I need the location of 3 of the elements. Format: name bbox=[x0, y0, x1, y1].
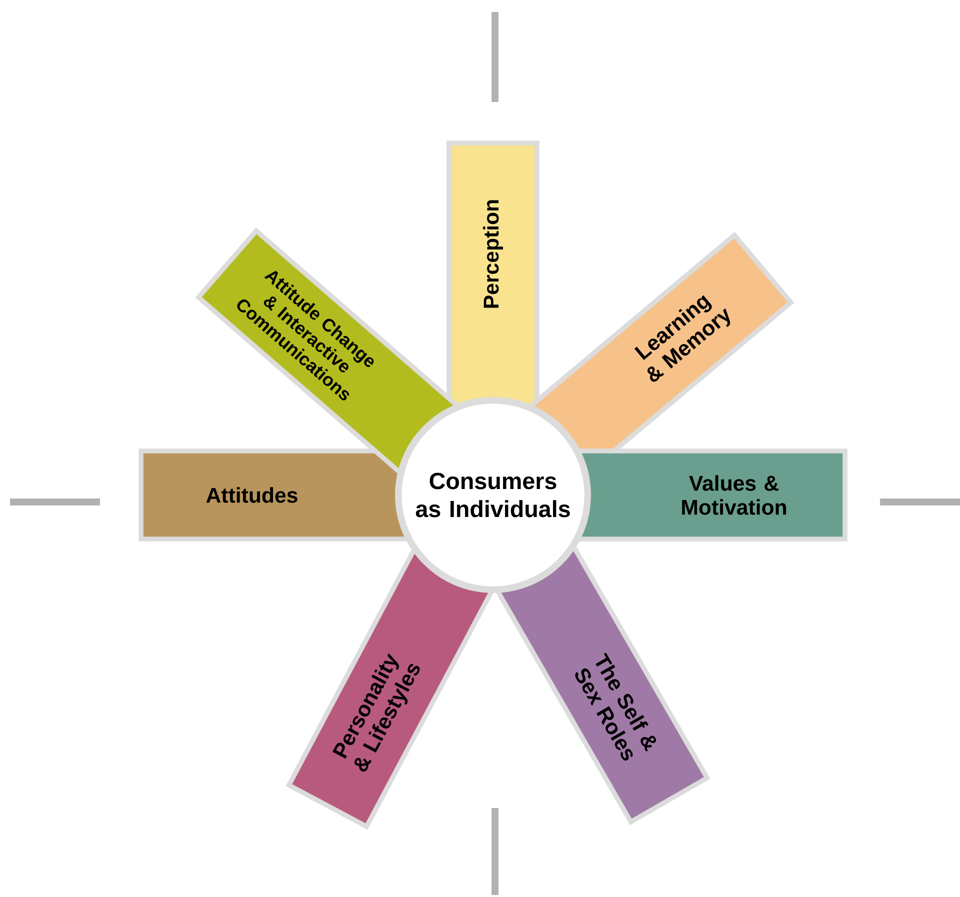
category-bar: Values & Motivation bbox=[570, 448, 848, 542]
category-bar: Attitudes bbox=[138, 448, 416, 542]
category-bar: Perception bbox=[446, 140, 540, 418]
